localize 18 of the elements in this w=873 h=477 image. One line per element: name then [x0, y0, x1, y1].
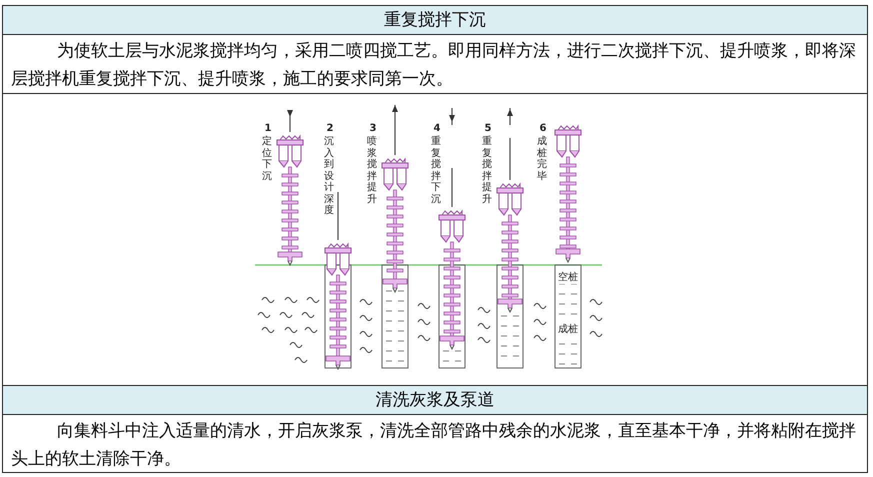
section-heading: 清洗灰浆及泵道: [3, 386, 867, 414]
step-number: 3: [368, 123, 378, 134]
zone-label: 空桩: [557, 270, 579, 284]
step-label: 重复搅拌下沉: [431, 136, 441, 205]
step-number: 1: [264, 123, 272, 134]
step-number: 2: [326, 123, 334, 134]
step-number: 6: [538, 123, 548, 134]
zone-label: 成桩: [557, 322, 579, 336]
section-heading: 重复搅拌下沉: [3, 6, 867, 34]
step-label: 重复搅拌提升: [482, 136, 492, 205]
step-label: 喷浆搅拌提升: [367, 136, 377, 205]
step-number: 5: [484, 123, 492, 134]
step-number: 4: [432, 123, 442, 134]
step-label: 沉入到设计深度: [324, 136, 334, 216]
paragraph: 向集料斗中注入适量的清水，开启灰浆泵，清洗全部管路中残余的水泥浆，直至基本干净，并将粘附在搅拌头上的软土清除干净。: [10, 420, 857, 471]
paragraph: 为使软土层与水泥浆搅拌均匀，采用二喷四搅工艺。即用同样方法，进行二次搅拌下沉、提升喷浆，即将深层搅拌机重复搅拌下沉、提升喷浆，施工的要求同第一次。: [10, 40, 857, 91]
step-label: 成桩完毕: [537, 136, 547, 182]
step-label: 定位下沉: [262, 136, 272, 182]
